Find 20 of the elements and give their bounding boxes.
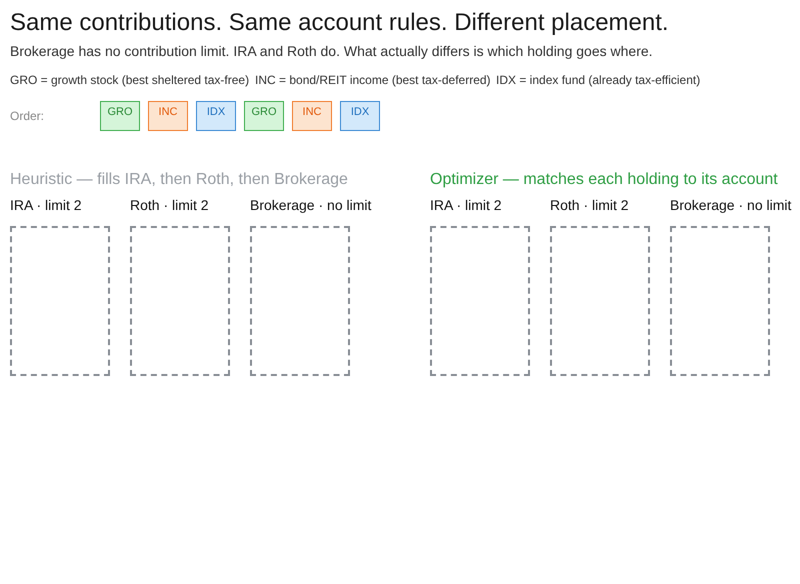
order-label: Order:	[10, 109, 44, 124]
account-heading: Brokerage · no limit	[250, 197, 372, 214]
account-heading: Roth · limit 2	[130, 197, 210, 214]
subtitle: Brokerage has no contribution limit. IRA and Roth do. What actually differs is which holding goes where.	[10, 43, 653, 60]
panel-heading: Heuristic — fills IRA, then Roth, then Brokerage	[10, 170, 348, 189]
holding-chip: IDX	[196, 101, 236, 131]
abbreviation-definition: INC = bond/REIT income (best tax-deferred)	[255, 73, 491, 88]
account-heading: IRA · limit 2	[10, 197, 83, 214]
title: Same contributions. Same account rules. Different placement.	[10, 9, 669, 37]
holding-chip: IDX	[340, 101, 380, 131]
holding-chip: INC	[148, 101, 188, 131]
holding-chip: GRO	[244, 101, 284, 131]
holding-chip: INC	[292, 101, 332, 131]
account-heading: IRA · limit 2	[430, 197, 503, 214]
holding-chip: GRO	[100, 101, 140, 131]
account-heading: Brokerage · no limit	[670, 197, 792, 214]
account-heading: Roth · limit 2	[550, 197, 630, 214]
abbreviation-definition: GRO = growth stock (best sheltered tax-free)	[10, 73, 250, 88]
panel-heading: Optimizer — matches each holding to its account	[430, 170, 778, 189]
abbreviation-definition: IDX = index fund (already tax-efficient)	[496, 73, 700, 88]
